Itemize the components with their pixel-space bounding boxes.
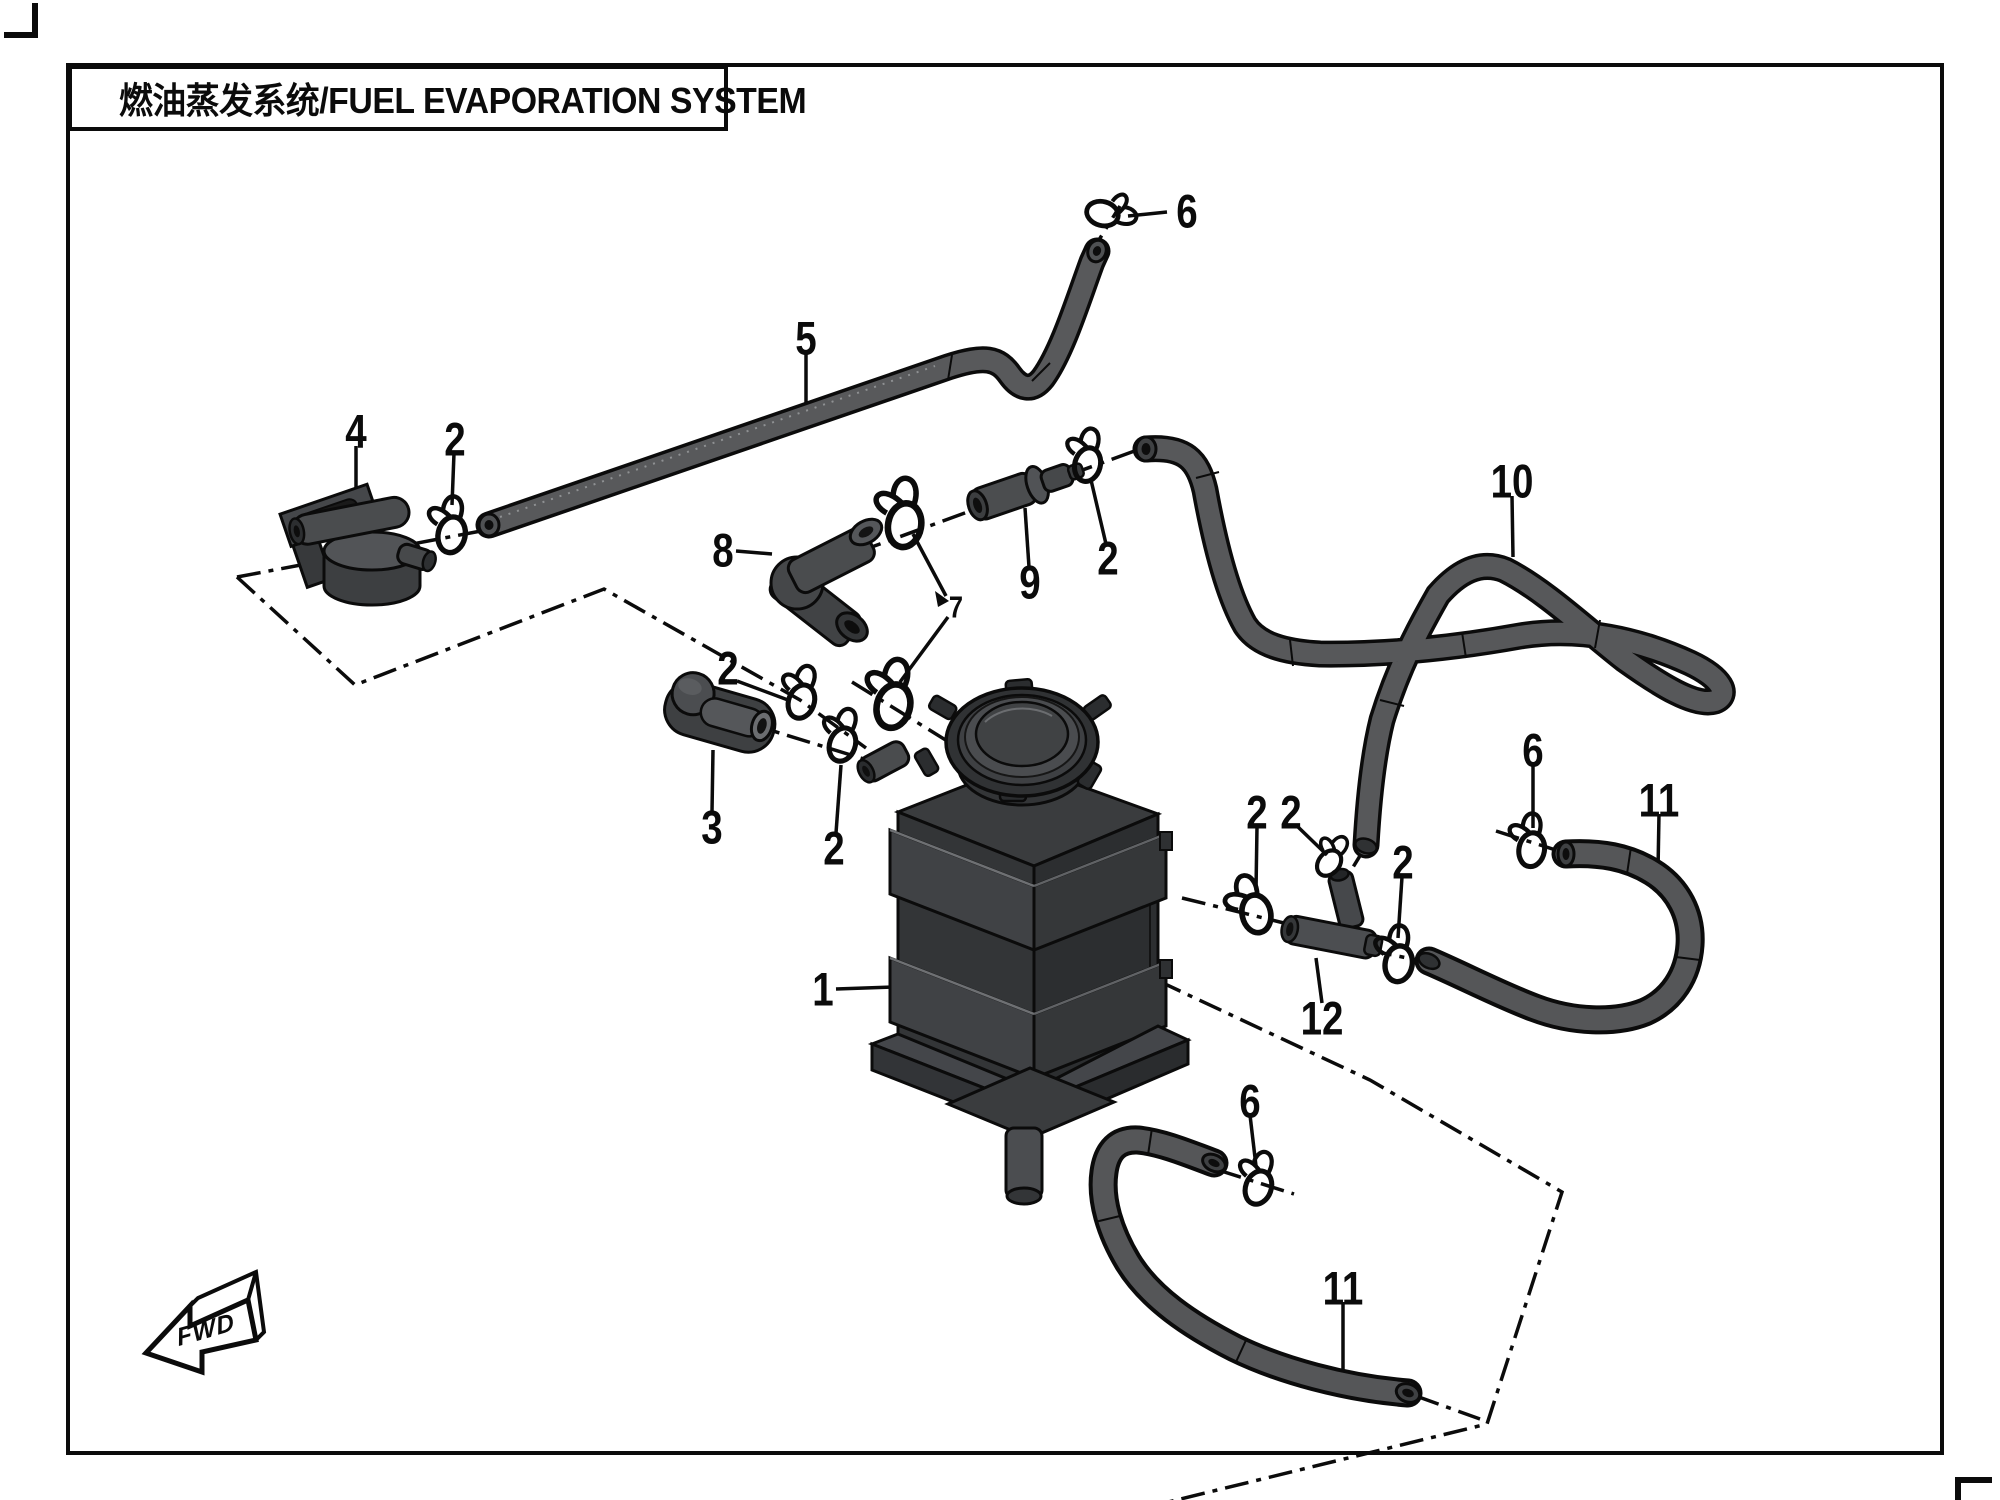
callout-2-tee-right: 2 bbox=[1392, 835, 1414, 889]
clamp-2-valve bbox=[422, 492, 473, 555]
callout-6-bottom: 6 bbox=[1239, 1074, 1261, 1128]
callout-12: 12 bbox=[1300, 991, 1344, 1045]
page-title: 燃油蒸发系统/FUEL EVAPORATION SYSTEM bbox=[119, 80, 807, 121]
callout-2-inlet: 2 bbox=[823, 821, 845, 875]
clamp-6-top bbox=[1084, 187, 1141, 234]
hose-11-lower bbox=[1088, 1125, 1423, 1408]
title-block: 燃油蒸发系统/FUEL EVAPORATION SYSTEM bbox=[68, 65, 807, 131]
callout-1: 1 bbox=[812, 962, 834, 1016]
callout-6-top: 6 bbox=[1176, 184, 1198, 238]
canister bbox=[856, 677, 1192, 1206]
elbow-fitting-8 bbox=[768, 517, 884, 648]
callout-2-tee-left: 2 bbox=[1246, 785, 1268, 839]
callout-2-hose10: 2 bbox=[1097, 531, 1119, 585]
callout-6-right: 6 bbox=[1522, 723, 1544, 777]
callout-3: 3 bbox=[701, 800, 723, 854]
callout-8: 8 bbox=[712, 523, 734, 577]
callout-2-valve: 2 bbox=[444, 412, 466, 466]
callout-2-tee-top: 2 bbox=[1280, 785, 1302, 839]
callout-10: 10 bbox=[1490, 454, 1534, 508]
canister-cap bbox=[913, 677, 1112, 803]
joint-connector-9 bbox=[966, 462, 1085, 522]
t-fitting-12 bbox=[1280, 867, 1384, 960]
hose-10 bbox=[1132, 435, 1736, 859]
callout-5: 5 bbox=[795, 311, 817, 365]
elbow-hose-3 bbox=[663, 671, 777, 754]
callout-11-lower: 11 bbox=[1322, 1261, 1364, 1315]
purge-valve bbox=[278, 482, 437, 607]
fwd-arrow bbox=[141, 1269, 267, 1376]
corner-mark-bottom-right bbox=[1955, 1477, 1992, 1500]
callout-7: 7 bbox=[948, 589, 964, 625]
canister-inlet-port bbox=[856, 740, 911, 784]
callout-2-elbow3: 2 bbox=[717, 641, 739, 695]
hose-5 bbox=[475, 237, 1111, 539]
clamp-2-inlet bbox=[813, 702, 867, 765]
clamp-2-tee-left bbox=[1221, 872, 1275, 939]
callout-11-upper: 11 bbox=[1638, 773, 1680, 827]
leader-lines bbox=[354, 210, 1661, 1372]
callout-4: 4 bbox=[345, 404, 367, 458]
diagram-border bbox=[66, 63, 1944, 1455]
corner-mark-top-left bbox=[4, 3, 38, 38]
callout-9: 9 bbox=[1019, 555, 1041, 609]
hose-11-upper bbox=[1414, 839, 1705, 1035]
